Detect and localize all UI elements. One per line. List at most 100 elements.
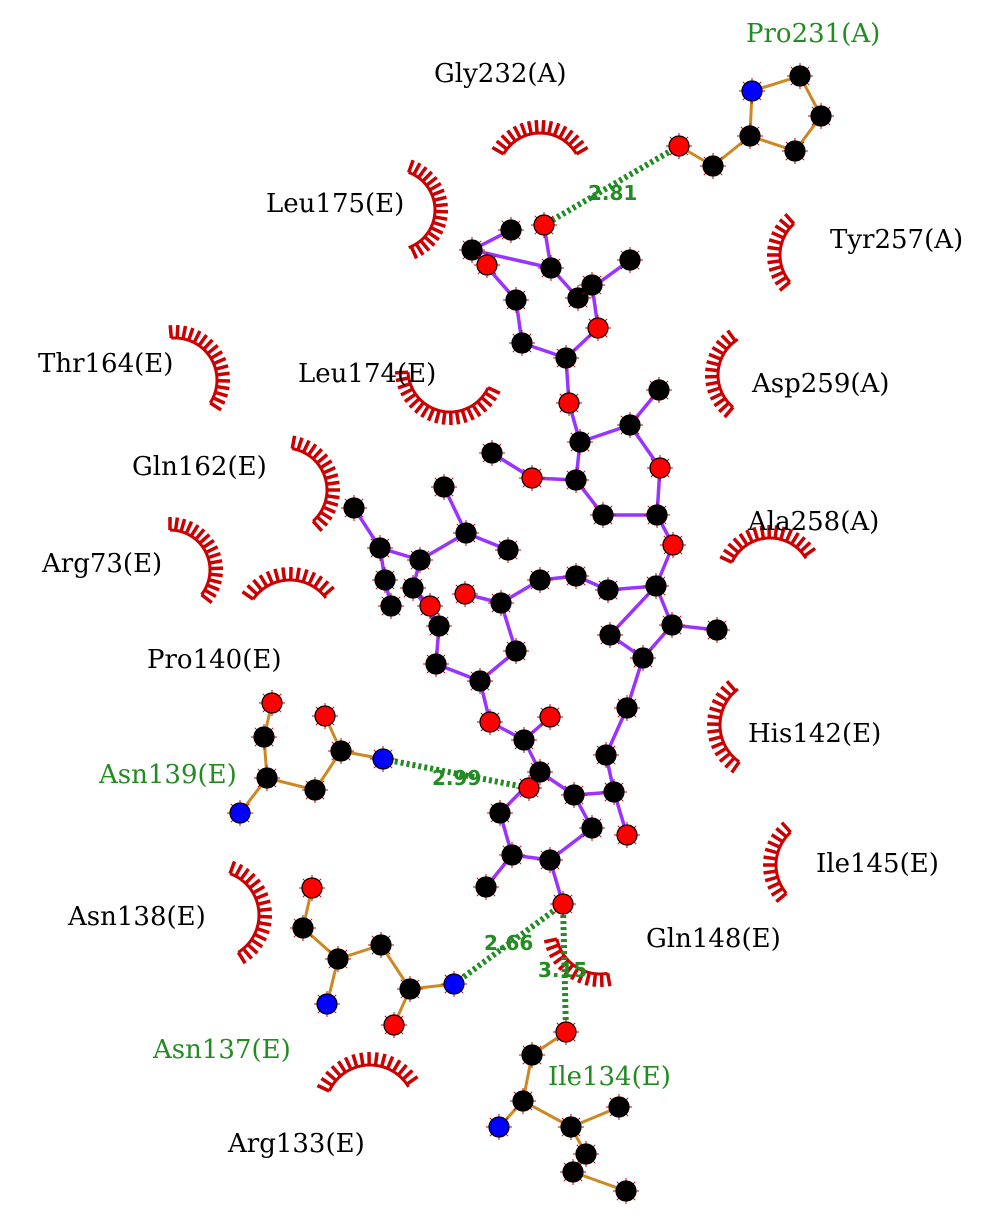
carbon-atom	[423, 651, 449, 677]
oxygen-atom	[477, 709, 503, 735]
atom-sphere	[489, 802, 511, 824]
residue-label-arg133: Arg133(E)	[227, 1129, 365, 1159]
carbon-atom	[510, 1088, 536, 1114]
carbon-atom	[499, 842, 525, 868]
oxygen-atom	[312, 703, 338, 729]
atom-sphere	[581, 274, 603, 296]
atom-sphere	[469, 670, 491, 692]
atom-sphere	[488, 1116, 510, 1138]
carbon-atom	[479, 440, 505, 466]
carbon-atom	[368, 932, 394, 958]
carbon-atom	[538, 255, 564, 281]
hydrophobic-contact-arc	[290, 435, 340, 533]
carbon-atom	[290, 915, 316, 941]
atom-sphere	[539, 849, 561, 871]
carbon-atom	[617, 247, 643, 273]
hbond-distance-label: 3.15	[538, 958, 587, 982]
carbon-atom	[328, 738, 354, 764]
atom-sphere	[500, 219, 522, 241]
hydrogen-bond	[542, 143, 681, 228]
carbon-atom	[644, 502, 670, 528]
carbon-atom	[601, 779, 627, 805]
atom-sphere	[741, 80, 763, 102]
hydrophobic-contact-arc	[407, 159, 449, 260]
hydrophobic-contact-arc	[763, 821, 792, 903]
atom-sphere	[261, 692, 283, 714]
atom-sphere	[402, 577, 424, 599]
carbon-atom	[473, 874, 499, 900]
atom-sphere	[521, 467, 543, 489]
oxygen-atom	[550, 891, 576, 917]
hydrophobic-contacts	[168, 120, 817, 1093]
carbon-atom	[659, 612, 685, 638]
carbon-atom	[341, 495, 367, 521]
hydrophobic-contact-arc	[543, 937, 612, 988]
atom-sphere	[428, 615, 450, 637]
atom-sphere	[476, 254, 498, 276]
carbon-atom	[251, 724, 277, 750]
carbon-atom	[459, 237, 485, 263]
atom-sphere	[569, 431, 591, 453]
atom-sphere	[558, 392, 580, 414]
atom-sphere	[512, 1090, 534, 1112]
hydrophobic-contact-arc	[767, 212, 796, 292]
carbon-atom	[527, 759, 553, 785]
oxygen-atom	[585, 315, 611, 341]
carbon-atom	[590, 502, 616, 528]
oxygen-atom	[381, 1012, 407, 1038]
carbon-atom	[567, 429, 593, 455]
residue-label-ile145: Ile145(E)	[816, 849, 939, 879]
carbon-atom	[595, 577, 621, 603]
atom-sphere	[292, 917, 314, 939]
hydrophobic-contact-arc	[316, 1051, 419, 1093]
carbon-atom	[488, 590, 514, 616]
residue-label-asn137: Asn137(E)	[152, 1035, 291, 1065]
carbon-atom	[407, 547, 433, 573]
atom-sphere	[646, 504, 668, 526]
carbon-atom	[467, 668, 493, 694]
oxygen-atom	[299, 875, 325, 901]
oxygen-atom	[614, 822, 640, 848]
carbon-atom	[704, 617, 730, 643]
atom-sphere	[372, 748, 394, 770]
oxygen-atom	[556, 390, 582, 416]
atom-sphere	[619, 249, 641, 271]
atom-sphere	[597, 579, 619, 601]
residue-label-arg73: Arg73(E)	[41, 549, 162, 579]
carbon-atom	[498, 217, 524, 243]
atom-sphere	[552, 893, 574, 915]
carbon-atom	[614, 695, 640, 721]
carbon-atom	[630, 645, 656, 671]
atom-sphere	[505, 289, 527, 311]
atom-sphere	[479, 711, 501, 733]
atom-sphere	[461, 239, 483, 261]
residue-label-pro140: Pro140(E)	[147, 645, 281, 675]
atom-sphere	[343, 497, 365, 519]
atom-sphere	[513, 729, 535, 751]
atom-sphere	[648, 379, 670, 401]
atom-sphere	[529, 761, 551, 783]
carbon-atom	[643, 573, 669, 599]
ligand-bond	[471, 248, 552, 270]
carbon-atom	[593, 742, 619, 768]
carbon-atom	[302, 777, 328, 803]
carbon-atom	[579, 272, 605, 298]
carbon-atom	[808, 103, 834, 129]
residue-label-leu175: Leu175(E)	[266, 189, 404, 219]
atom-sphere	[810, 105, 832, 127]
atom-sphere	[383, 1014, 405, 1036]
atom-sphere	[380, 595, 402, 617]
hbond-distance-label: 2.81	[588, 181, 637, 205]
atom-sphere	[455, 522, 477, 544]
atom-sphere	[369, 537, 391, 559]
atom-sphere	[521, 1044, 543, 1066]
nitrogen-atom	[739, 78, 765, 104]
carbon-atom	[553, 345, 579, 371]
atom-sphere	[661, 614, 683, 636]
atom-sphere	[330, 740, 352, 762]
atom-sphere	[253, 726, 275, 748]
atom-sphere	[603, 781, 625, 803]
carbon-atom	[560, 1159, 586, 1185]
atom-sphere	[784, 140, 806, 162]
atom-sphere	[567, 287, 589, 309]
